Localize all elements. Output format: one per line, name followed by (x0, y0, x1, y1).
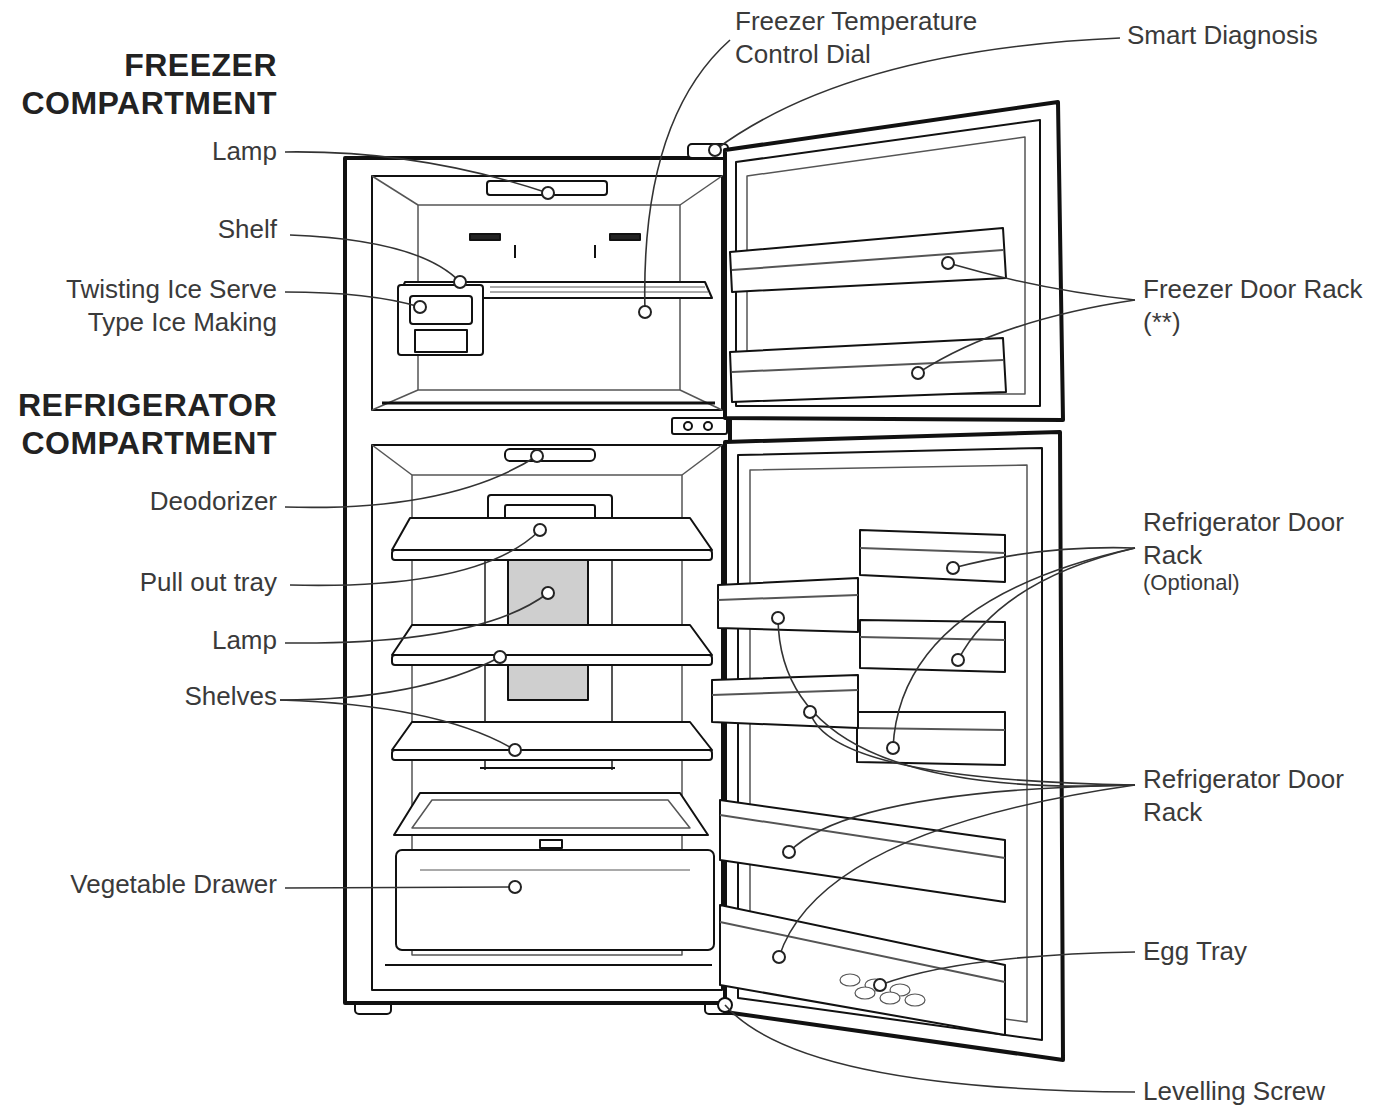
part-label: Vegetable Drawer (0, 868, 277, 901)
part-label: Lamp (0, 624, 277, 657)
part-label: Levelling Screw (1143, 1075, 1379, 1108)
part-label: Smart Diagnosis (1127, 19, 1372, 52)
part-label: Shelf (0, 213, 277, 246)
part-label: Twisting Ice Serve Type Ice Making (27, 273, 277, 339)
part-label: (Optional) (1143, 570, 1373, 596)
part-label: Refrigerator Door Rack (1143, 763, 1379, 829)
part-label: Lamp (0, 135, 277, 168)
part-label: Egg Tray (1143, 935, 1373, 968)
part-label: Freezer Temperature Control Dial (735, 5, 1005, 71)
part-label: Shelves (0, 680, 277, 713)
part-label: Refrigerator Door Rack (1143, 506, 1379, 572)
section-heading: FREEZER COMPARTMENT (0, 46, 277, 122)
part-label: Pull out tray (0, 566, 277, 599)
part-label: Deodorizer (0, 485, 277, 518)
part-label: Freezer Door Rack (**) (1143, 273, 1379, 339)
leader-lines (280, 38, 1135, 1092)
section-heading: REFRIGERATOR COMPARTMENT (0, 386, 277, 462)
callout-dots (414, 144, 964, 991)
